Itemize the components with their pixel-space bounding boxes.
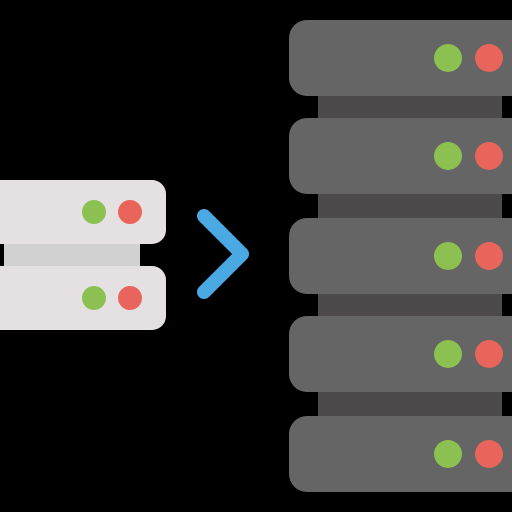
small-server-unit-2-green-led [82,286,106,310]
rack-unit-2 [289,118,512,194]
small-server-unit-1-green-led [82,200,106,224]
rack-unit-3-red-led [475,242,503,270]
rack-unit-1 [289,20,512,96]
rack-unit-1-red-led [475,44,503,72]
rack-unit-4-red-led [475,340,503,368]
server-rack-icon [289,20,512,492]
rack-unit-2-green-led [434,142,462,170]
chevron-right-icon [197,209,249,299]
rack-unit-4-green-led [434,340,462,368]
rack-unit-3-green-led [434,242,462,270]
rack-unit-1-green-led [434,44,462,72]
rack-unit-4 [289,316,512,392]
small-server-unit-2-red-led [118,286,142,310]
rack-unit-2-red-led [475,142,503,170]
rack-unit-3 [289,218,512,294]
rack-connector-2 [318,190,502,222]
small-server-unit-1-red-led [118,200,142,224]
rack-unit-5-green-led [434,440,462,468]
rack-unit-5-red-led [475,440,503,468]
rack-unit-5 [289,416,512,492]
small-server-icon [0,180,166,330]
